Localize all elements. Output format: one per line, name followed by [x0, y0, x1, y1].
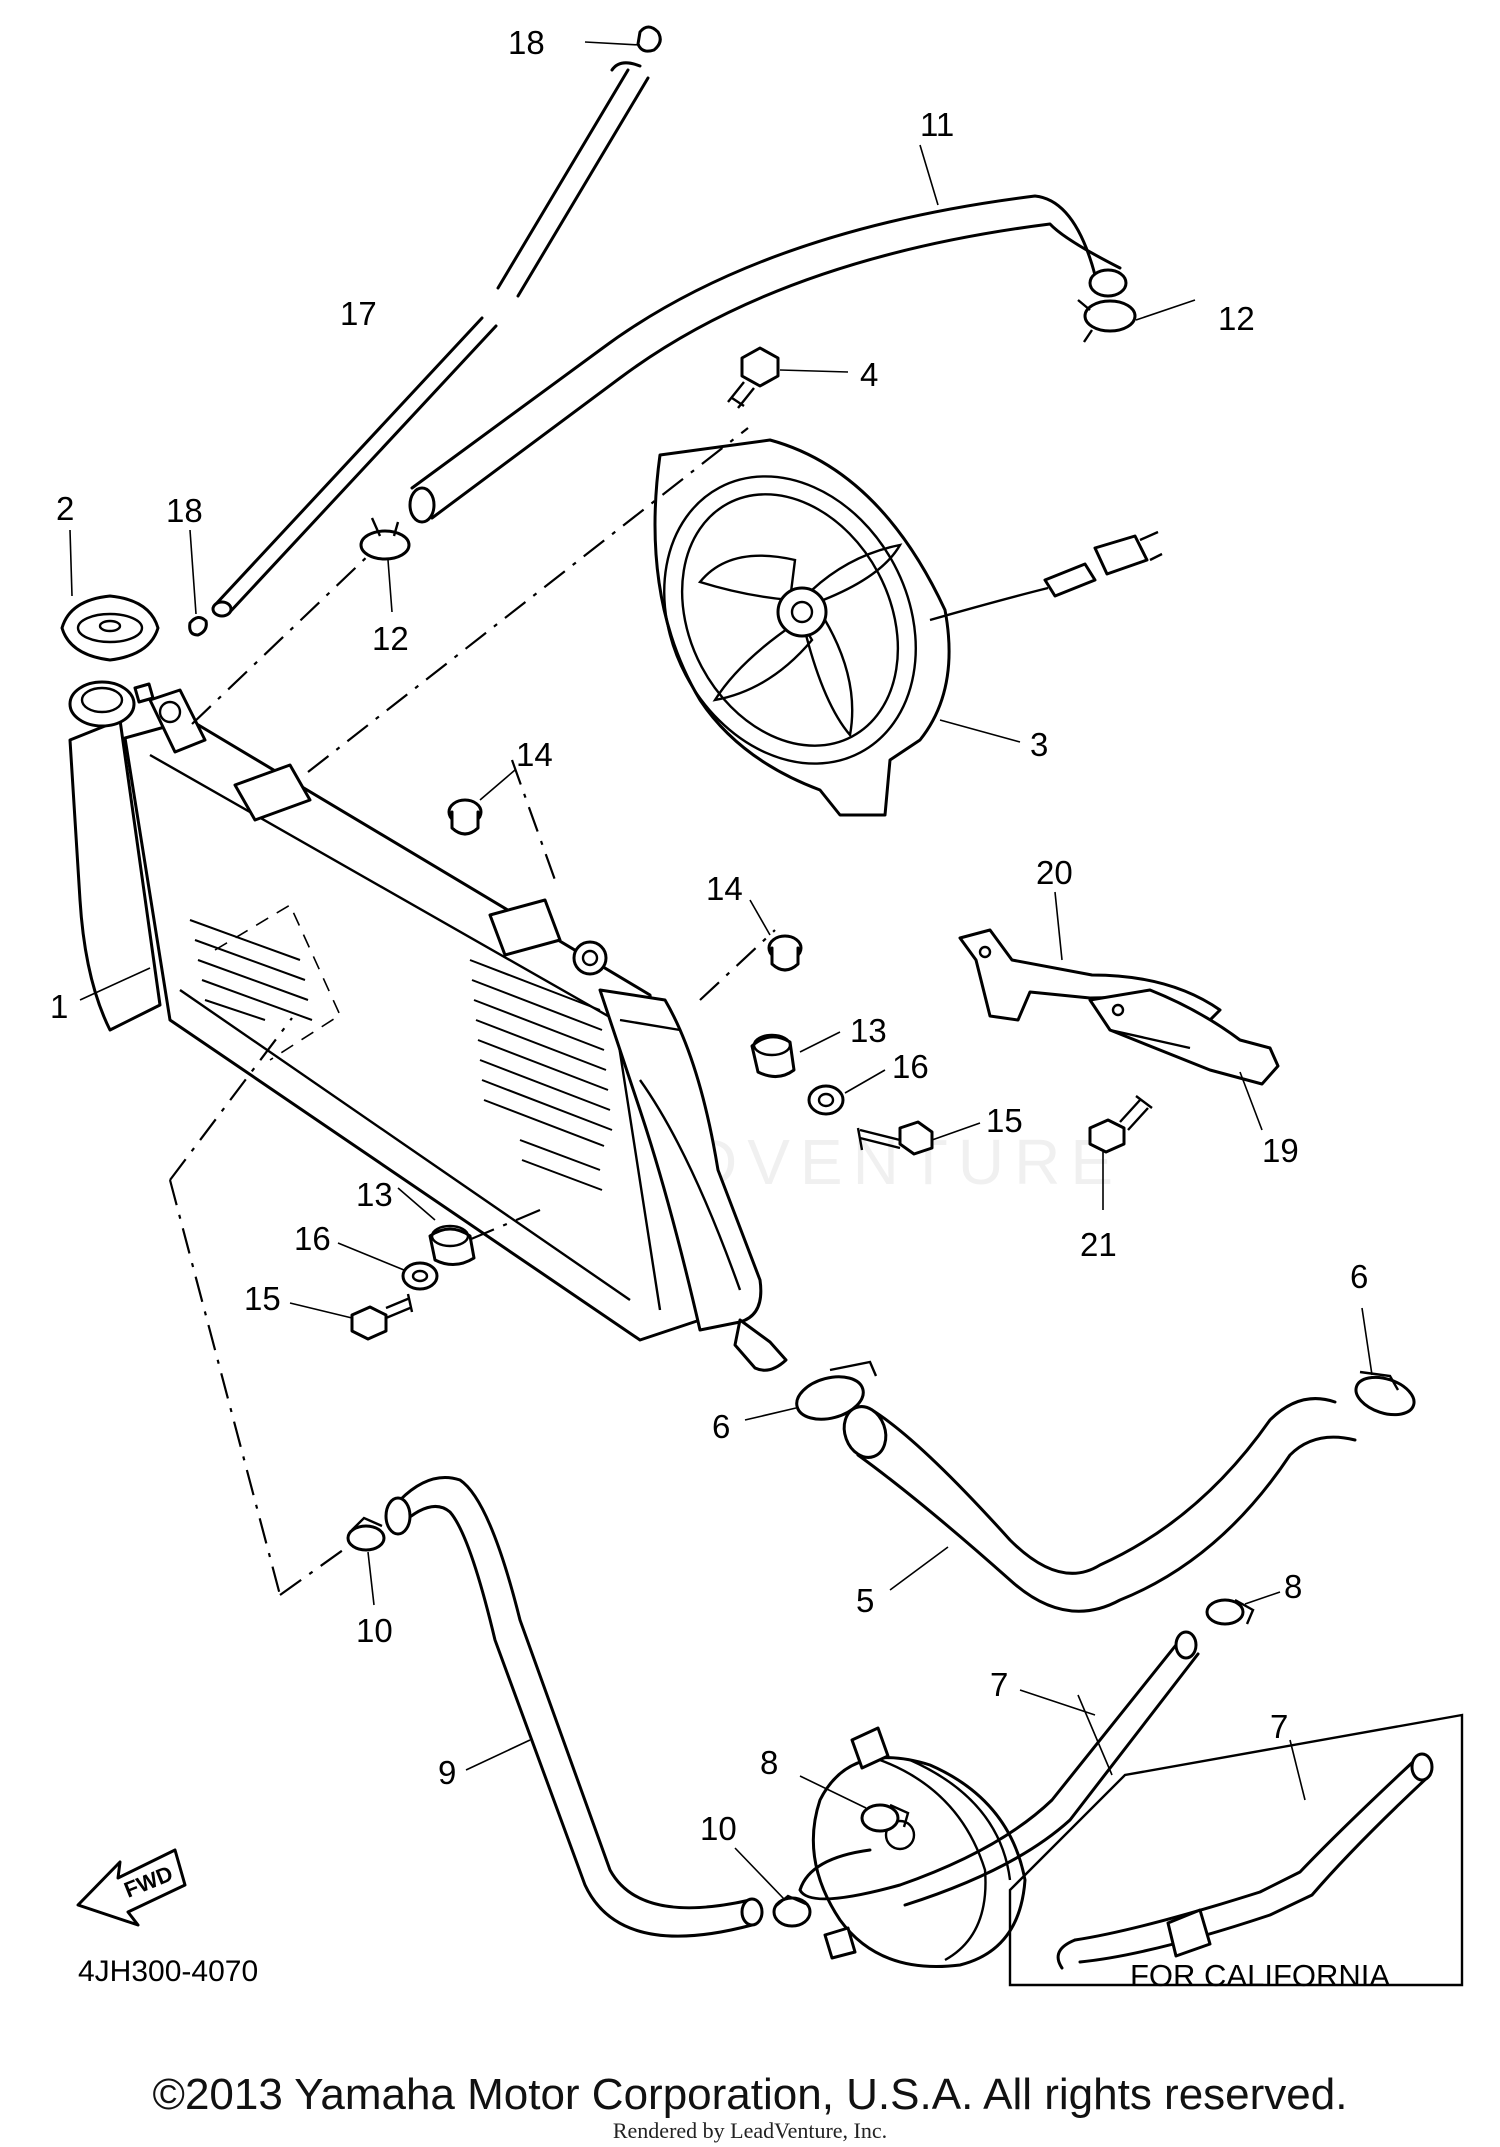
callout-1: 1	[50, 988, 68, 1025]
clip-part-18-top[interactable]	[584, 25, 662, 53]
callout-8: 8	[1284, 1568, 1302, 1605]
radiator-fins	[189, 919, 613, 1191]
pump-hose-part-7[interactable]	[798, 1630, 1200, 1907]
radiator-cap-part-2[interactable]	[60, 529, 160, 662]
callout-19: 19	[1262, 1132, 1299, 1169]
callout-8: 8	[760, 1744, 778, 1781]
lower-hose-part-5[interactable]	[837, 1397, 1357, 1613]
callout-7: 7	[990, 1666, 1008, 1703]
callout-12: 12	[372, 620, 409, 657]
overflow-tube-part-17[interactable]	[211, 61, 650, 618]
callout-18: 18	[166, 492, 203, 529]
callout-10: 10	[356, 1612, 393, 1649]
callout-18: 18	[508, 24, 545, 61]
hose-clamp-part-10-lower[interactable]	[734, 1847, 812, 1928]
callout-12: 12	[1218, 300, 1255, 337]
hose-clamp-part-6-right[interactable]	[1351, 1307, 1419, 1421]
hose-clamp-part-6-center[interactable]	[744, 1360, 878, 1426]
bolt-part-21[interactable]	[1088, 1095, 1153, 1210]
callout-15: 15	[244, 1280, 281, 1317]
callout-14: 14	[516, 736, 553, 773]
hose-clamp-part-12-right[interactable]	[1077, 299, 1196, 343]
rendered-by-credit: Rendered by LeadVenture, Inc.	[612, 2118, 888, 2143]
callout-9: 9	[438, 1754, 456, 1791]
assembly-guide-lines	[168, 427, 776, 1596]
callout-11: 11	[920, 106, 954, 143]
bolt-part-15-right[interactable]	[856, 1120, 981, 1156]
hose-clamp-part-12-left[interactable]	[359, 517, 411, 613]
upper-hose-part-11[interactable]	[408, 144, 1128, 524]
hose-clamp-part-10-upper[interactable]	[346, 1516, 386, 1606]
california-inset	[1008, 1694, 1464, 1987]
callout-labels: 18 11 12 17 4 2 18 12 3 14 14 20 1 13 16…	[50, 24, 1368, 1847]
callout-21: 21	[1080, 1226, 1117, 1263]
callout-16: 16	[892, 1048, 929, 1085]
callout-20: 20	[1036, 854, 1073, 891]
damper-part-13-left[interactable]	[397, 1187, 476, 1266]
damper-part-13-right[interactable]	[750, 1031, 841, 1078]
copyright-caption: ©2013 Yamaha Motor Corporation, U.S.A. A…	[152, 2070, 1348, 2119]
grommet-part-14-upper[interactable]	[447, 769, 516, 836]
callout-10: 10	[700, 1810, 737, 1847]
radiator-part-1[interactable]	[68, 680, 788, 1372]
water-pump-housing	[811, 1726, 1027, 1969]
grommet-part-14-lower[interactable]	[749, 899, 803, 972]
bypass-hose-part-9[interactable]	[384, 1476, 764, 1938]
bolt-part-4[interactable]	[727, 346, 849, 409]
hose-clamp-part-8-upper[interactable]	[1205, 1591, 1281, 1626]
callout-3: 3	[1030, 726, 1048, 763]
callout-5: 5	[856, 1582, 874, 1619]
bolt-part-15-left[interactable]	[289, 1293, 414, 1341]
callout-2: 2	[56, 490, 74, 527]
diagram-code: 4JH300-4070	[78, 1955, 259, 1988]
callout-6: 6	[1350, 1258, 1368, 1295]
callout-16: 16	[294, 1220, 331, 1257]
washer-part-16-left[interactable]	[337, 1242, 439, 1291]
callout-6: 6	[712, 1408, 730, 1445]
callout-14: 14	[706, 870, 743, 907]
clip-part-18-left[interactable]	[188, 529, 208, 637]
pump-hose-part-7-california[interactable]	[1056, 1739, 1434, 1970]
callout-4: 4	[860, 356, 878, 393]
cooling-fan-part-3[interactable]	[615, 432, 1163, 817]
forward-arrow-icon: FWD	[76, 1848, 187, 1927]
callout-17: 17	[340, 295, 377, 332]
hose-clamp-part-8-lower[interactable]	[799, 1775, 910, 1833]
callout-13: 13	[850, 1012, 887, 1049]
callout-15: 15	[986, 1102, 1023, 1139]
callout-7: 7	[1270, 1708, 1288, 1745]
bracket-part-19[interactable]	[1088, 988, 1280, 1131]
callout-13: 13	[356, 1176, 393, 1213]
washer-part-16-right[interactable]	[807, 1069, 886, 1116]
california-label: FOR CALIFORNIA	[1130, 1958, 1391, 1993]
